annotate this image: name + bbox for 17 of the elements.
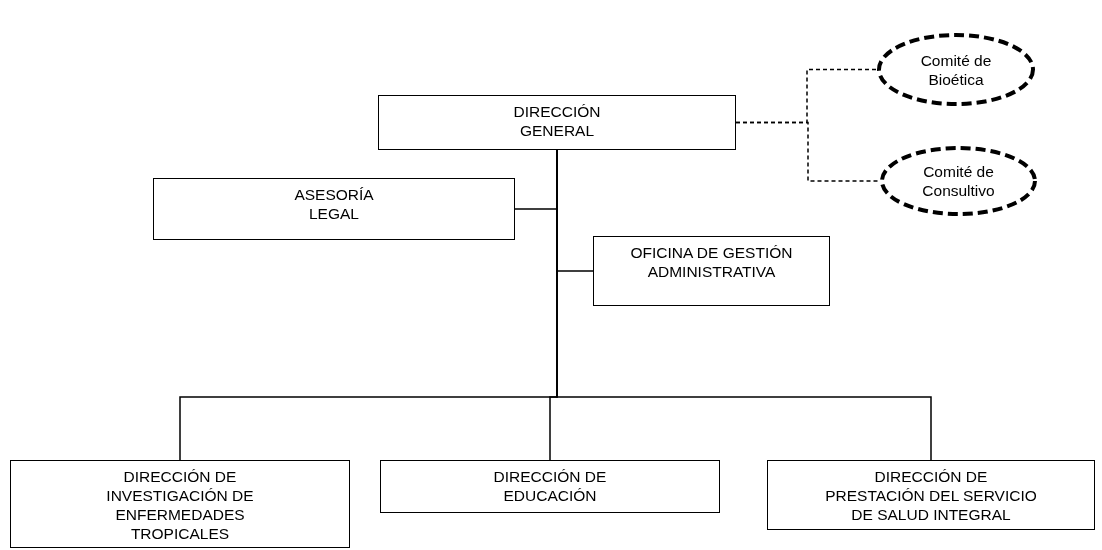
- node-label: Comité de Bioética: [919, 50, 993, 89]
- dashed-ellipse: [880, 146, 1037, 216]
- node-label: ASESORÍA LEGAL: [293, 185, 375, 223]
- dashed-ellipse: [877, 33, 1035, 106]
- node-label: DIRECCIÓN GENERAL: [512, 102, 602, 140]
- org-box: [380, 460, 720, 513]
- org-box: [10, 460, 350, 548]
- node-label: DIRECCIÓN DE PRESTACIÓN DEL SERVICIO DE SALUD INTEGRAL: [824, 467, 1038, 524]
- connector-line: [735, 121, 881, 182]
- org-box: [378, 95, 736, 150]
- node-label: OFICINA DE GESTIÓN ADMINISTRATIVA: [629, 243, 794, 281]
- org-box: [153, 178, 515, 240]
- org-box: [767, 460, 1095, 530]
- node-label: DIRECCIÓN DE EDUCACIÓN: [492, 467, 608, 505]
- node-label: Comité de Consultivo: [921, 162, 996, 200]
- node-label: DIRECCIÓN DE INVESTIGACIÓN DE ENFERMEDADES TROPICALES: [105, 467, 255, 543]
- org-box: [593, 236, 830, 306]
